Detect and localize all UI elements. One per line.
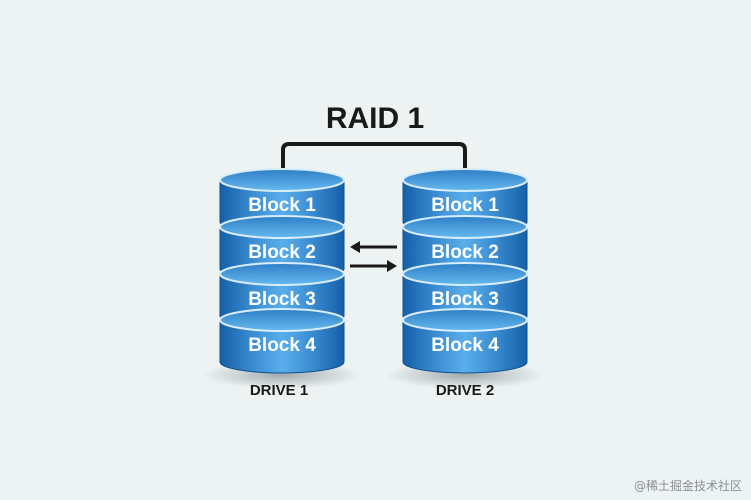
disk-block-label: Block 1 — [248, 195, 316, 216]
watermark: @稀土掘金技术社区 — [634, 478, 742, 493]
disk-block-top — [219, 262, 345, 286]
drive-1-label: DRIVE 1 — [250, 382, 308, 399]
disk-block-body — [219, 319, 345, 374]
mirror-connector — [281, 142, 467, 180]
disk-block-label: Block 4 — [431, 335, 499, 356]
disk-block-label: Block 1 — [431, 195, 499, 216]
mirror-arrows — [350, 241, 397, 272]
disk-block-label: Block 3 — [431, 289, 499, 310]
disk-block-label: Block 2 — [431, 242, 499, 263]
drive-2-label: DRIVE 2 — [436, 382, 494, 399]
disk-block-top — [219, 215, 345, 239]
drive-2: Block 1 Block 2 Block 3 Block 4 — [385, 168, 545, 389]
arrow-left-icon — [350, 241, 397, 253]
diagram-title: RAID 1 — [326, 102, 424, 135]
disk-block-label: Block 4 — [248, 335, 316, 356]
disk-block-top — [219, 168, 345, 192]
disk-block-top — [402, 262, 528, 286]
disk-block-top — [402, 168, 528, 192]
disk-block-4: Block 4 — [402, 308, 528, 374]
drive-1: Block 1 Block 2 Block 3 Block 4 — [202, 168, 362, 389]
arrow-right-icon — [350, 260, 397, 272]
disk-block-top — [402, 215, 528, 239]
disk-block-4: Block 4 — [219, 308, 345, 374]
disk-block-body — [402, 319, 528, 374]
disk-block-top — [219, 308, 345, 332]
disk-block-label: Block 3 — [248, 289, 316, 310]
disk-block-label: Block 2 — [248, 242, 316, 263]
disk-block-top — [402, 308, 528, 332]
